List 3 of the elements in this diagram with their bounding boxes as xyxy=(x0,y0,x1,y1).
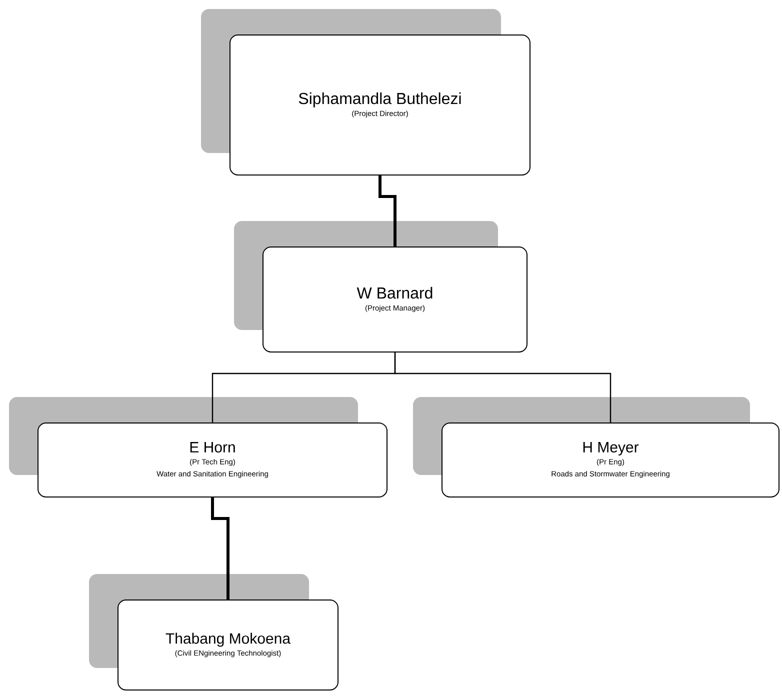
connector-line xyxy=(378,176,396,246)
connector-line xyxy=(394,352,612,422)
connector-line xyxy=(211,497,230,600)
